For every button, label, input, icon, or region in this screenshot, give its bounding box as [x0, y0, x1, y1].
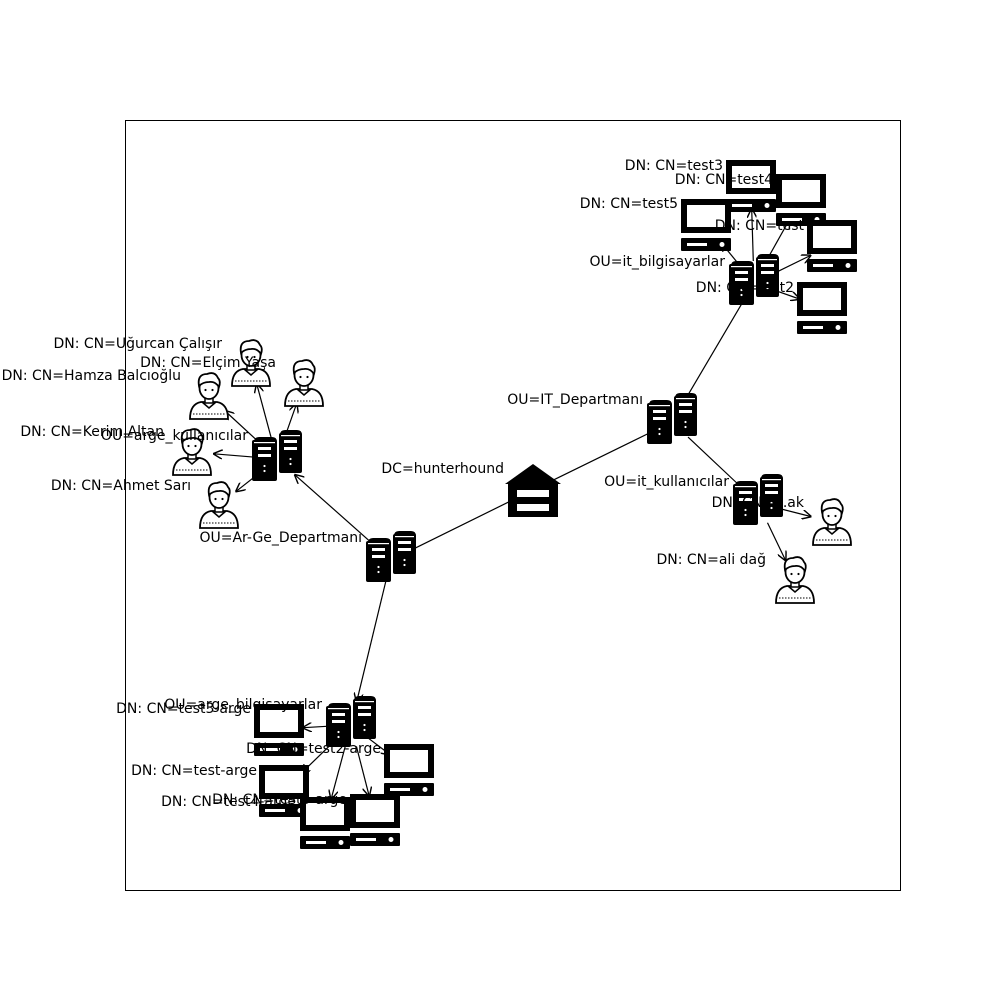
label-c-test4-arge: DN: CN=test4-arge — [161, 794, 296, 810]
label-c-test2: DN: CN=test2 — [696, 280, 794, 296]
label-c-test4: DN: CN=test4 — [675, 172, 773, 188]
edge-ou-arge-bilgisayarlar-to-c-test3-arge — [303, 726, 330, 728]
label-ou-it: OU=IT_Departmanı — [507, 392, 643, 408]
labels-layer: DC=hunterhound OU=IT_Departmanı OU=it_bilg… — [2, 158, 805, 810]
node-c-test2-computer-icon[interactable] — [797, 282, 847, 334]
label-c-test3-arge: DN: CN=test3-arge — [116, 701, 251, 717]
node-u-alidag-user-icon[interactable] — [775, 556, 815, 604]
edge-ou-arge-kullanicilar-to-u-ugurcan — [257, 384, 272, 438]
label-c-test2-arge: DN: CN=test2-arge — [246, 741, 381, 757]
node-ou-it-ou-server-icon[interactable] — [647, 393, 697, 444]
edge-ou-arge-kullanicilar-to-u-hamza — [225, 411, 262, 445]
node-c-test2-arge-computer-icon[interactable] — [384, 744, 434, 796]
edge-ou-arge-bilgisayarlar-to-c-test5-arge — [355, 746, 369, 795]
edge-ou-it-to-ou-it-kullanicilar — [687, 436, 741, 487]
label-u-kerim: DN: CN=Kerim Altan — [20, 424, 164, 440]
edge-ou-arge-to-ou-arge-bilgisayarlar — [357, 581, 387, 701]
edge-ou-it-kullanicilar-to-u-ak — [779, 507, 810, 517]
label-ou-arge-bilgisayarlar: OU=arge_bilgisayarlar — [164, 697, 322, 713]
edge-dc-to-ou-arge — [412, 499, 514, 550]
label-c-test: DN: CN=test — [715, 218, 805, 234]
label-u-ahmet: DN: CN=Ahmet Sarı — [51, 478, 191, 494]
node-u-hamza-user-icon[interactable] — [189, 372, 229, 420]
node-ou-arge-ou-server-icon[interactable] — [366, 531, 416, 582]
node-u-ahmet-user-icon[interactable] — [199, 481, 239, 529]
label-u-hamza: DN: CN=Hamza Balcıoğlu — [2, 368, 181, 384]
label-u-alidag: DN: CN=ali dağ — [656, 552, 766, 568]
label-u-elcim: DN: CN=Elçim Yaşa — [140, 355, 276, 371]
node-c-test-computer-icon[interactable] — [807, 220, 857, 272]
node-ou-arge-kullanicilar-ou-server-icon[interactable] — [252, 430, 302, 481]
label-ou-it-bilgisayarlar: OU=it_bilgisayarlar — [589, 254, 725, 270]
label-u-ak: DN: CN=...ak — [712, 495, 805, 511]
edge-ou-it-kullanicilar-to-u-alidag — [766, 522, 786, 560]
label-dc: DC=hunterhound — [381, 461, 504, 477]
edge-dc-to-ou-it — [552, 431, 651, 481]
label-c-test-arge: DN: CN=test-arge — [131, 763, 257, 779]
node-u-elcim-user-icon[interactable] — [284, 359, 324, 407]
edge-ou-it-to-ou-it-bilgisayarlar — [682, 303, 743, 404]
edge-ou-arge-bilgisayarlar-to-c-test4-arge — [331, 746, 346, 799]
edge-ou-arge-kullanicilar-to-u-kerim — [214, 454, 256, 457]
node-u-ak-user-icon[interactable] — [812, 498, 852, 546]
label-u-ugurcan: DN: CN=Uğurcan Çalışır — [53, 336, 222, 352]
label-ou-arge-kullanicilar: OU=arge_kullanıcılar — [101, 428, 248, 444]
label-ou-it-kullanicilar: OU=it_kullanıcılar — [604, 474, 729, 490]
label-c-test3: DN: CN=test3 — [625, 158, 723, 174]
edge-ou-it-bilgisayarlar-to-c-test — [773, 256, 811, 274]
node-ou-arge-bilgisayarlar-ou-server-icon[interactable] — [326, 696, 376, 747]
label-c-test5-arge: DN: CN=test5-arge — [212, 792, 347, 808]
edge-ou-arge-to-ou-arge-kullanicilar — [295, 475, 375, 546]
node-dc-dc-icon[interactable] — [505, 464, 561, 517]
label-c-test5: DN: CN=test5 — [580, 196, 678, 212]
label-ou-arge: OU=Ar-Ge_Departmanı — [199, 530, 362, 546]
node-c-test5-arge-computer-icon[interactable] — [350, 794, 400, 846]
plot-frame — [125, 120, 901, 891]
edges-layer — [214, 209, 811, 799]
edge-ou-it-bilgisayarlar-to-c-test3 — [752, 209, 754, 262]
